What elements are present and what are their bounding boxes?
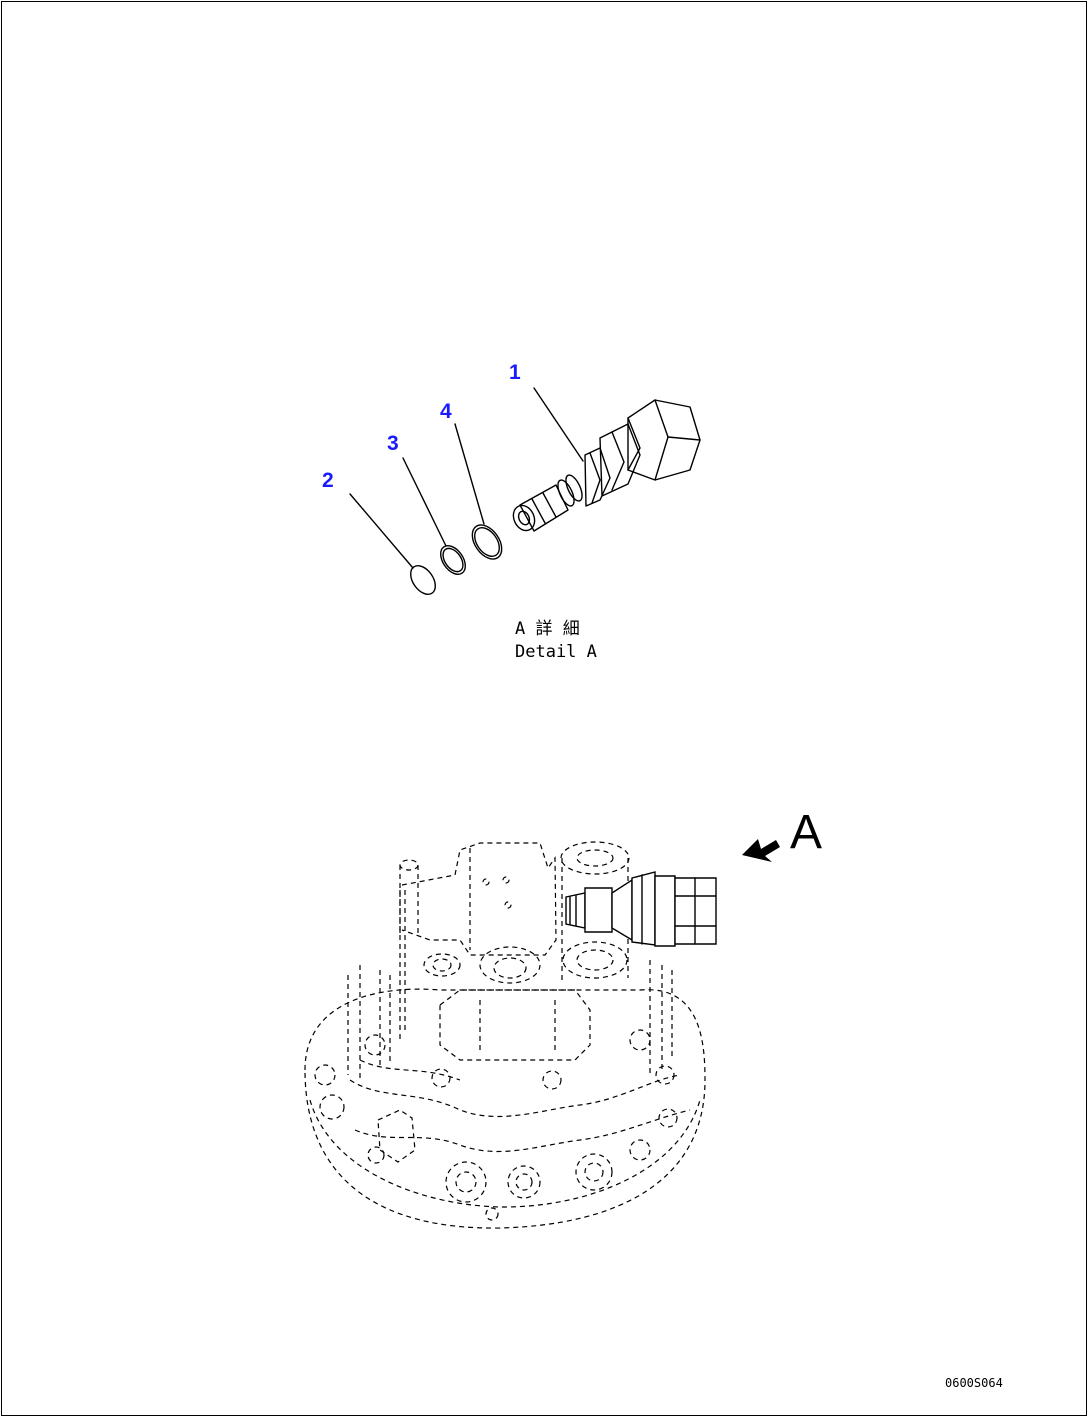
part-4-ring: [471, 524, 503, 560]
callout-1: 1: [509, 361, 521, 384]
detail-caption-japanese: A 詳 細: [515, 619, 580, 639]
detail-caption-english: Detail A: [515, 642, 597, 662]
view-marker-a: A: [790, 806, 822, 859]
leader-line-3: [402, 457, 447, 547]
leader-line-1: [533, 387, 584, 462]
callout-3: 3: [387, 432, 399, 455]
leader-line-4: [454, 423, 485, 525]
part-1-valve: [512, 399, 701, 532]
view-direction-arrow-icon: [742, 839, 780, 862]
callout-2: 2: [322, 469, 334, 492]
leader-line-2: [349, 493, 414, 569]
callout-4: 4: [440, 400, 452, 423]
installed-valve: [565, 871, 717, 947]
swing-motor-assembly: A: [304, 806, 822, 1229]
part-2-ring: [409, 564, 437, 596]
drawing-id: 0600S064: [945, 1376, 1003, 1390]
part-3-ring: [439, 544, 467, 576]
detail-a-exploded-view: 1 2 3 4 A 詳 細 Detail A: [322, 361, 701, 662]
